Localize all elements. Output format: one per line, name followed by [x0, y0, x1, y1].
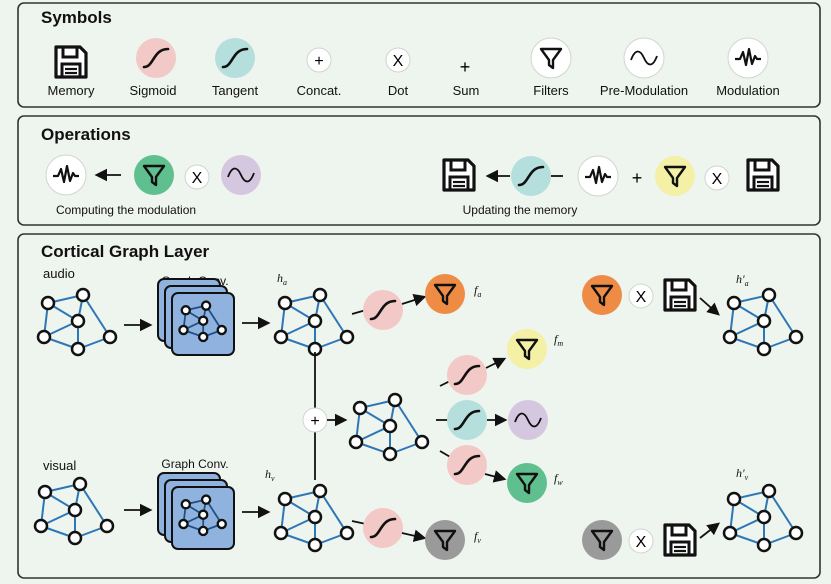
h-v-label: hv: [265, 467, 275, 483]
dot-glyph: X: [712, 171, 723, 188]
floppy-disk-icon: [663, 523, 697, 557]
filter-yellow-bg: [507, 329, 547, 369]
dot-glyph: X: [636, 289, 647, 306]
sum-icon: +: [460, 57, 471, 77]
sigmoid-icon-bg: [136, 38, 176, 78]
dot-glyph: X: [192, 170, 203, 187]
tangent-bg: [511, 156, 551, 196]
dot-icon: [385, 47, 411, 73]
sigmoid-bg: [363, 290, 403, 330]
computing-modulation-label: Computing the modulation: [56, 203, 196, 217]
audio-label: audio: [43, 266, 75, 281]
cortical-title: Cortical Graph Layer: [41, 242, 210, 261]
tangent-icon-bg: [215, 38, 255, 78]
f-a-label: fa: [474, 283, 481, 299]
concat-label: Concat.: [297, 83, 342, 98]
operations-panel: Operations X Computing the modulation + …: [17, 115, 821, 226]
floppy-disk-icon: [746, 158, 780, 192]
sigmoid-label: Sigmoid: [130, 83, 177, 98]
concat-glyph: +: [310, 413, 319, 430]
cortical-panel: Cortical Graph Layer audio Graph Conv. h…: [17, 233, 821, 579]
visual-label: visual: [43, 458, 76, 473]
graph-conv-label-visual: Graph Conv.: [161, 457, 228, 471]
symbols-panel: Symbols Memory Sigmoid Tangent + Concat.…: [17, 2, 821, 108]
h-prime-a-label: h'a: [736, 272, 749, 288]
concat-icon: [306, 47, 332, 73]
sigmoid-bg: [363, 508, 403, 548]
updating-memory-label: Updating the memory: [463, 203, 578, 217]
floppy-disk-icon: [663, 278, 697, 312]
tangent-bg: [447, 400, 487, 440]
f-w-label: fw: [554, 471, 563, 487]
h-prime-v-label: h'v: [736, 466, 749, 482]
filter-green-bg: [507, 463, 547, 503]
dot-label: Dot: [388, 83, 409, 98]
filter-orange-bg: [425, 274, 465, 314]
memory-label: Memory: [48, 83, 95, 98]
sum-label: Sum: [453, 83, 480, 98]
filters-label: Filters: [533, 83, 569, 98]
filter-orange-bg: [582, 275, 622, 315]
tangent-label: Tangent: [212, 83, 259, 98]
filter-yellow-bg: [655, 156, 695, 196]
f-m-label: fm: [554, 332, 563, 348]
sum-glyph: +: [632, 168, 643, 188]
dot-glyph: X: [636, 534, 647, 551]
graph-conv-block-visual: [156, 471, 236, 551]
concat-glyph: +: [314, 53, 323, 70]
dot-glyph: X: [393, 53, 404, 70]
floppy-disk-icon: [442, 158, 476, 192]
filter-gray-bg: [582, 520, 622, 560]
filter-green-bg: [134, 155, 174, 195]
operations-title: Operations: [41, 125, 131, 144]
sigmoid-bg: [447, 445, 487, 485]
sigmoid-bg: [447, 355, 487, 395]
premodulation-label: Pre-Modulation: [600, 83, 688, 98]
filter-gray-bg: [425, 520, 465, 560]
modulation-label: Modulation: [716, 83, 780, 98]
f-v-label: fv: [474, 529, 481, 545]
symbols-title: Symbols: [41, 8, 112, 27]
memory-icon: [54, 45, 88, 79]
graph-conv-block-audio: [156, 277, 236, 357]
h-a-label: ha: [277, 271, 287, 287]
